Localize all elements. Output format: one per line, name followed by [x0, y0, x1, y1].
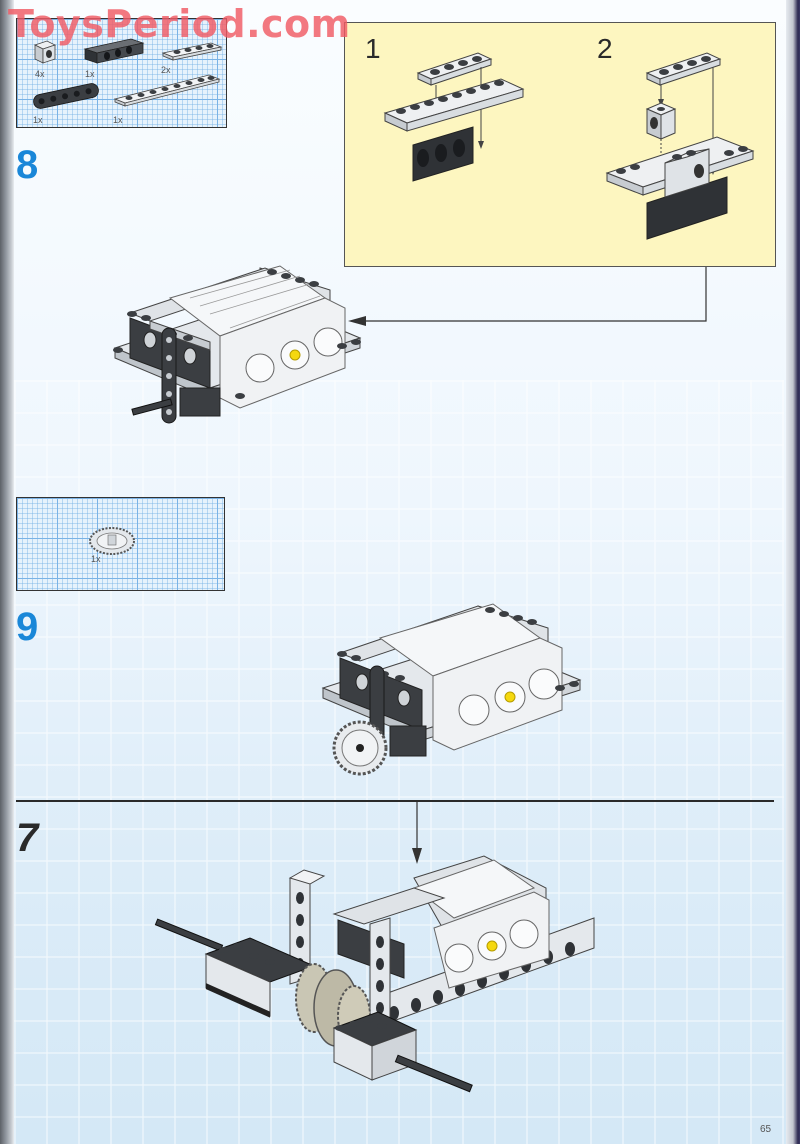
book-spine-left: [0, 0, 14, 1144]
technic-brick-1x1-light-gray-icon: [33, 40, 57, 64]
gear-24-tooth-light-gray-icon: [89, 527, 135, 555]
section-divider: [16, 800, 774, 802]
subassembly-callout: 1 2: [344, 22, 776, 267]
step-number: 9: [16, 605, 39, 649]
technic-brick-1x4-dark-gray-icon: [83, 38, 145, 64]
substep-2-illustration: [605, 52, 755, 240]
page-edge-right: [786, 0, 800, 1144]
watermark: ToysPeriod.com: [8, 2, 351, 46]
step-number: 7: [16, 816, 39, 860]
step-7-engine-with-differential: [154, 855, 595, 1093]
step-number: 8: [16, 143, 39, 187]
qty-label: 1x: [113, 115, 123, 125]
plate-1x4-light-gray-icon: [161, 42, 223, 61]
step-8-engine-model: [113, 265, 362, 424]
substep-1-illustration: [383, 52, 525, 182]
qty-label: 2x: [161, 65, 171, 75]
qty-label: 1x: [33, 115, 43, 125]
plate-1x8-light-gray-icon: [113, 74, 221, 107]
parts-list-step-9: 1x: [16, 497, 225, 591]
parts-list-step-8: 4x 1x 2x 1x: [16, 18, 227, 128]
qty-label: 1x: [85, 69, 95, 79]
qty-label: 4x: [35, 69, 45, 79]
page-number: 65: [760, 1124, 772, 1135]
substep-label: 1: [365, 33, 381, 64]
technic-liftarm-1x5-dark-gray-icon: [33, 83, 99, 109]
substep-label: 2: [597, 33, 613, 64]
qty-label: 1x: [91, 554, 101, 564]
step-9-engine-model-with-gear: [321, 603, 582, 776]
